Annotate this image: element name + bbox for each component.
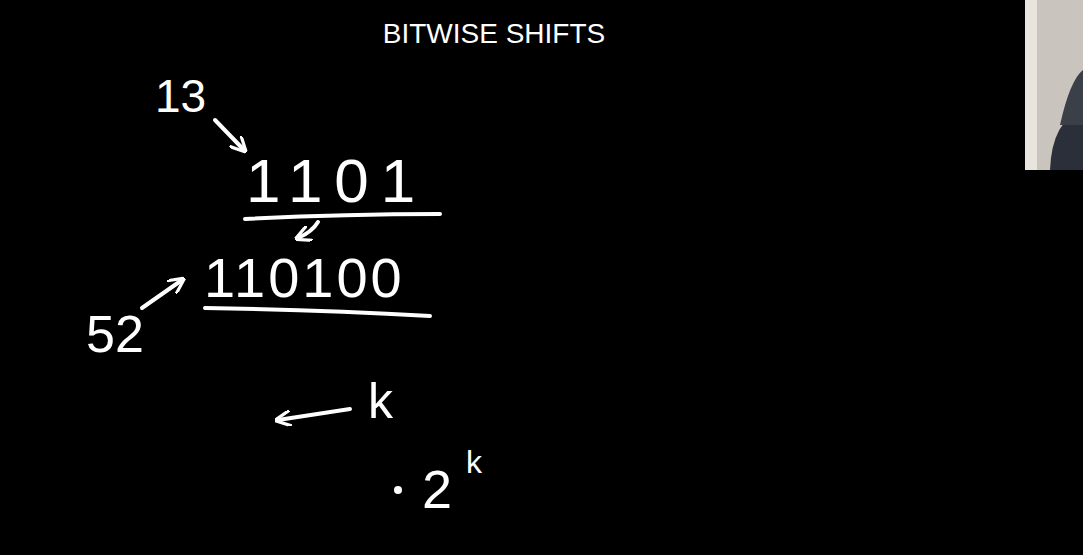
multiply-dot xyxy=(394,486,402,494)
pointer-arrow xyxy=(142,280,182,308)
pointer-arrow xyxy=(215,120,244,150)
shift-arrow xyxy=(298,222,318,238)
underline xyxy=(205,308,430,316)
shift-amount: k xyxy=(368,376,393,426)
decimal-number: 52 xyxy=(86,308,144,360)
binary-number: 110100 xyxy=(204,250,405,306)
slide-title: BITWISE SHIFTS xyxy=(383,20,605,48)
power-exponent: k xyxy=(466,446,482,478)
left-shift-arrow xyxy=(278,409,350,420)
webcam-thumbnail xyxy=(1025,0,1083,170)
decimal-number: 13 xyxy=(155,73,206,119)
power-base: 2 xyxy=(422,462,452,516)
underline xyxy=(245,214,440,219)
binary-number: 1101 xyxy=(246,150,427,212)
